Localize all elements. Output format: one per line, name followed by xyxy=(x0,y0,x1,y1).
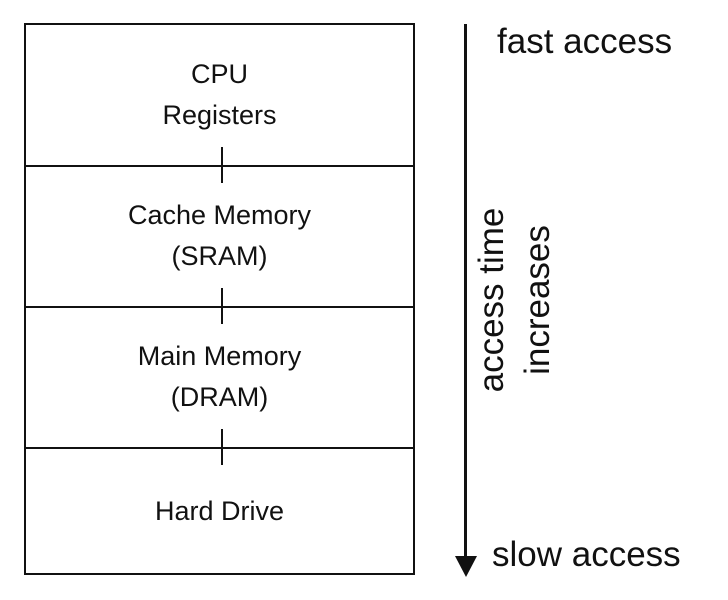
access-time-label-line2: increases xyxy=(518,225,557,375)
level-connector xyxy=(221,147,223,183)
level-divider xyxy=(26,447,413,449)
access-time-increases-label: access time increases xyxy=(469,208,561,393)
level-divider xyxy=(26,165,413,167)
level-cpu-registers-line2: Registers xyxy=(162,100,277,130)
slow-access-label: slow access xyxy=(492,535,681,574)
level-cache-memory-line1: Cache Memory xyxy=(127,199,312,230)
level-connector xyxy=(221,429,223,465)
fast-access-label: fast access xyxy=(497,22,673,61)
access-time-label-line1: access time xyxy=(472,207,511,393)
level-cache-memory: Cache Memory (SRAM) xyxy=(26,165,413,306)
level-cpu-registers-line1: CPU xyxy=(190,59,248,89)
level-main-memory-line2: (DRAM) xyxy=(170,381,269,412)
level-cache-memory-line2: (SRAM) xyxy=(171,240,268,271)
level-divider xyxy=(26,306,413,308)
access-time-arrow-line xyxy=(464,24,467,558)
level-main-memory-line1: Main Memory xyxy=(137,340,302,371)
memory-hierarchy-stack: CPU Registers Cache Memory (SRAM) Main M… xyxy=(24,23,415,575)
level-connector xyxy=(221,288,223,324)
level-hard-drive: Hard Drive xyxy=(26,447,413,575)
arrow-down-icon xyxy=(455,556,477,577)
level-hard-drive-line1: Hard Drive xyxy=(154,495,285,526)
level-main-memory: Main Memory (DRAM) xyxy=(26,306,413,447)
level-cpu-registers: CPU Registers xyxy=(26,25,413,165)
